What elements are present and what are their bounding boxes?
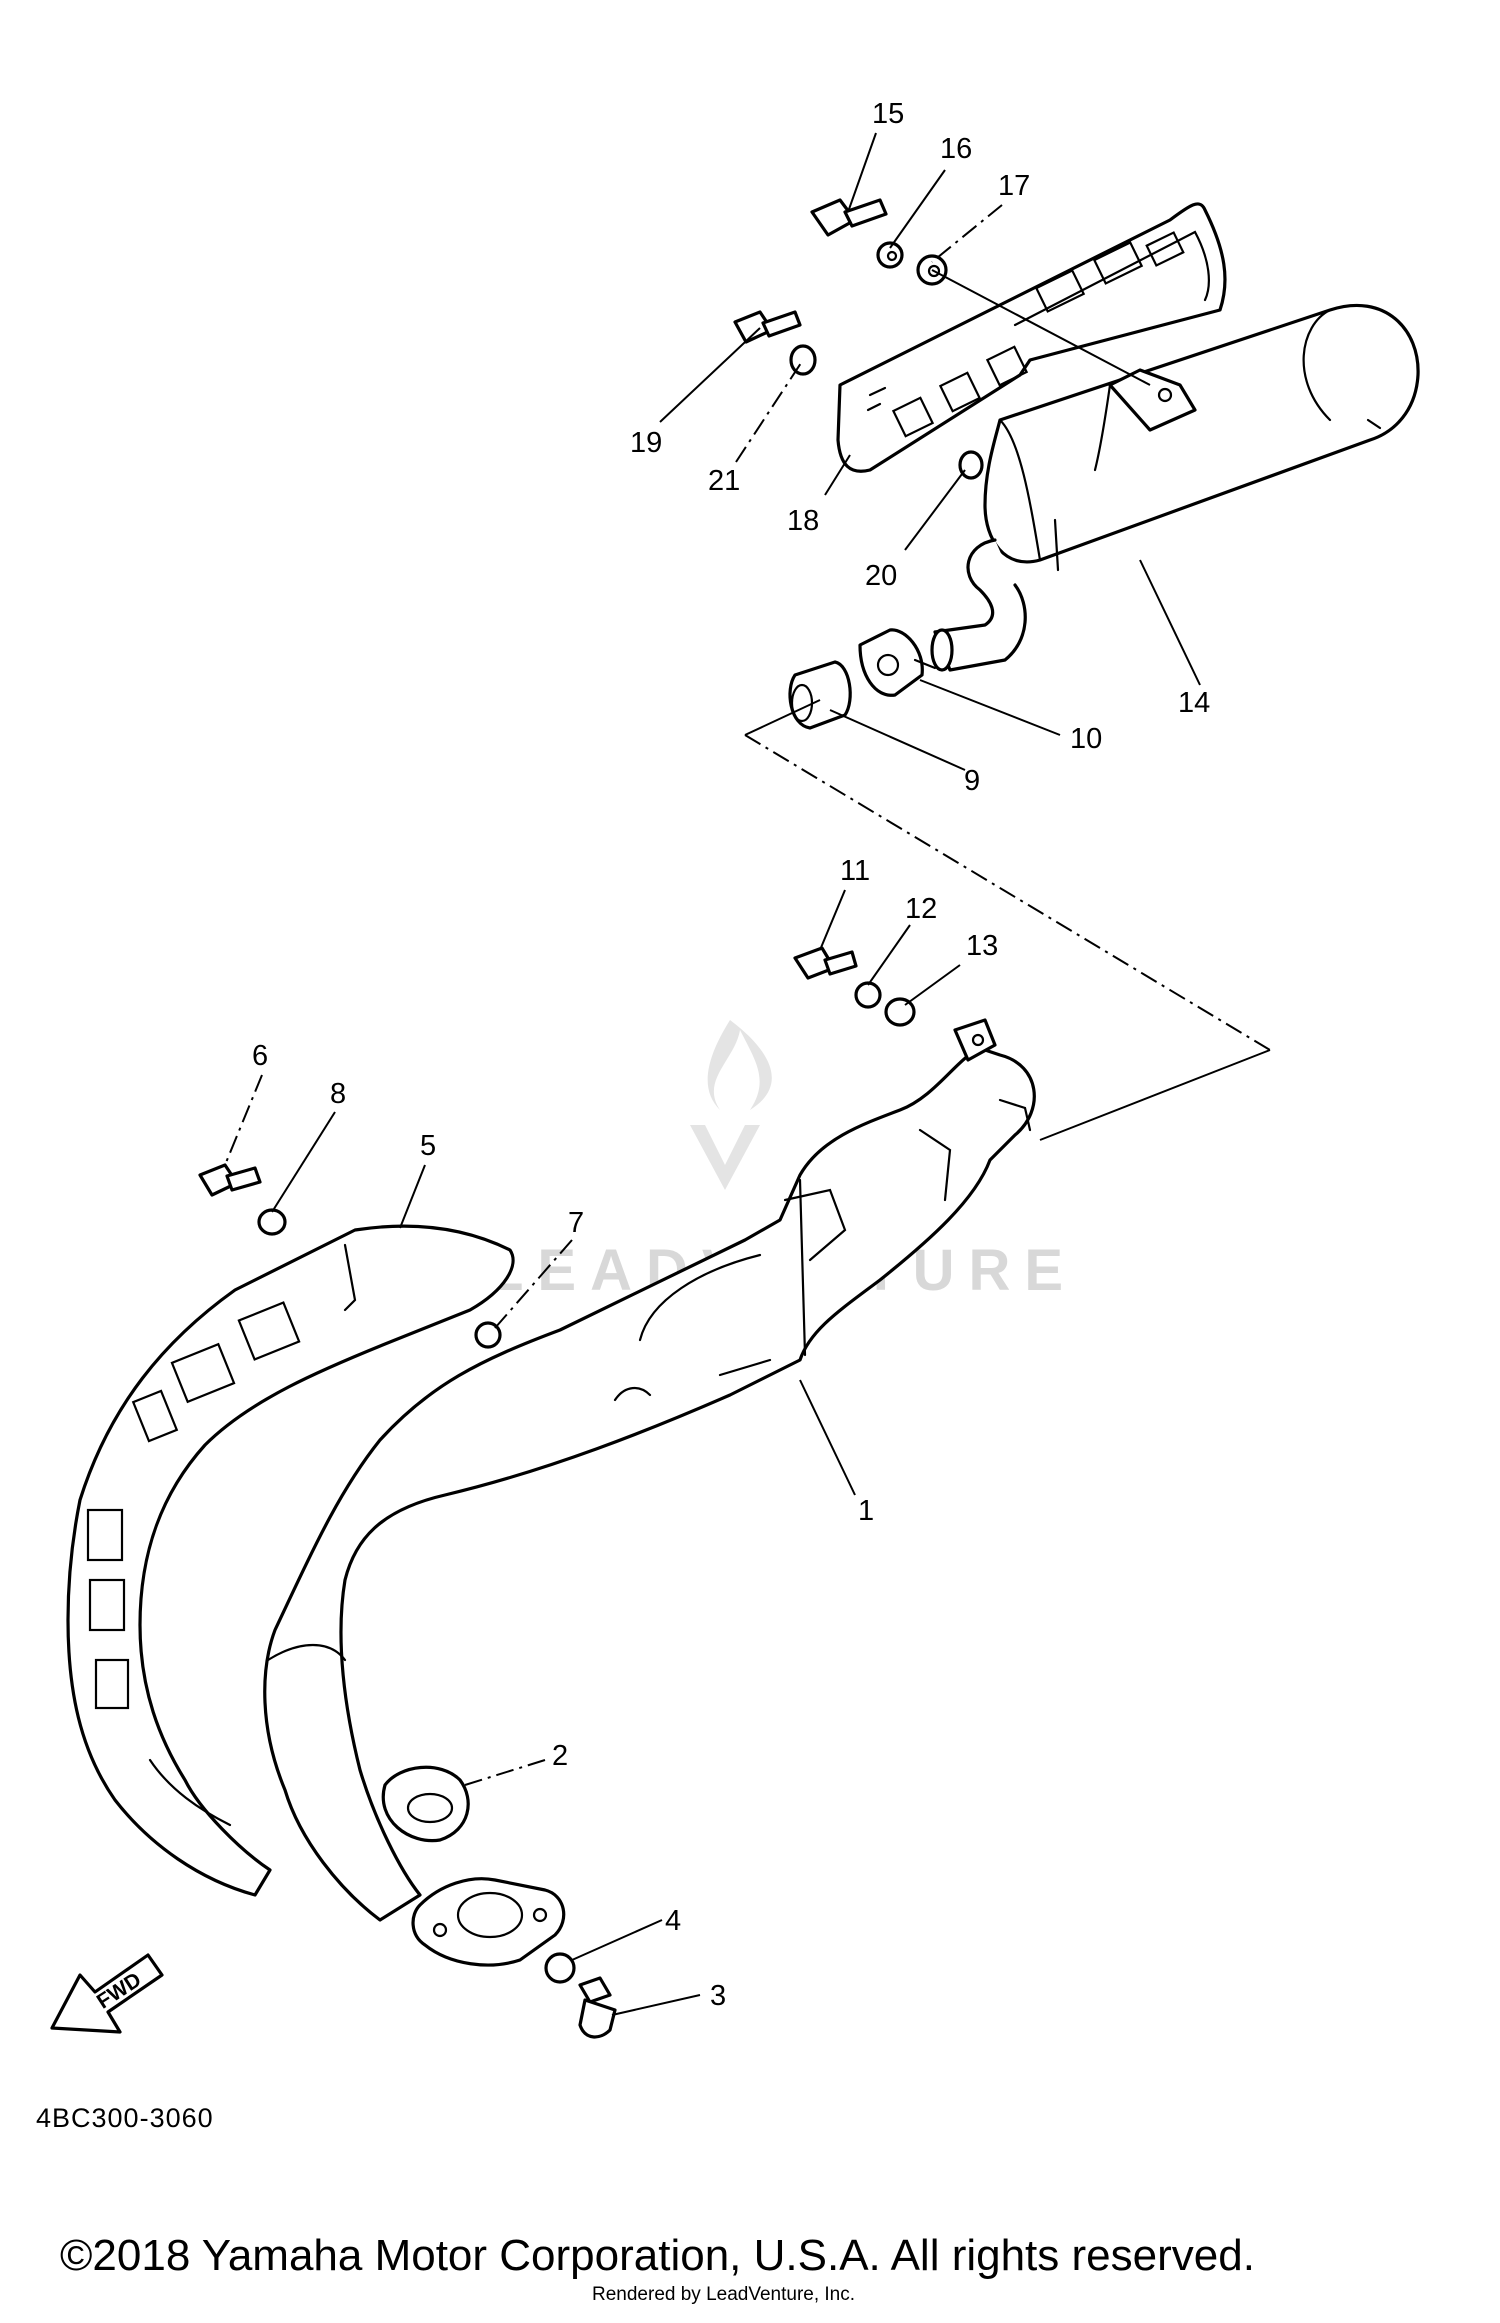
- label-part-11: 11: [840, 855, 870, 887]
- label-part-9: 9: [964, 765, 980, 797]
- watermark-flame-icon: [707, 1020, 772, 1110]
- rendered-by-notice: Rendered by LeadVenture, Inc.: [592, 2284, 855, 2305]
- diagram-code: 4BC300-3060: [36, 2103, 214, 2133]
- label-part-5: 5: [420, 1130, 436, 1162]
- label-part-1: 1: [858, 1495, 874, 1527]
- part-1-exhaust-pipe: [263, 1018, 1036, 1967]
- label-part-4: 4: [665, 1905, 681, 1937]
- label-part-21: 21: [708, 465, 740, 497]
- leader-lines: [224, 132, 1271, 2016]
- label-part-18: 18: [787, 505, 819, 537]
- label-part-15: 15: [872, 98, 904, 130]
- part-14-muffler: [930, 303, 1420, 672]
- label-part-3: 3: [710, 1980, 726, 2012]
- bottom-hardware: [198, 946, 916, 2039]
- label-part-13: 13: [966, 930, 998, 962]
- copyright-notice: ©2018 Yamaha Motor Corporation, U.S.A. A…: [60, 2231, 1255, 2280]
- part-number-labels: 15 16 17 19 21 18 20 14 10 9 11 12 13 6 …: [252, 98, 1210, 2012]
- part-5-pipe-guard: [66, 1224, 515, 1897]
- label-part-2: 2: [552, 1740, 568, 1772]
- part-18-muffler-guard: [836, 202, 1227, 473]
- watermark-v-icon: [690, 1125, 760, 1190]
- label-part-12: 12: [905, 893, 937, 925]
- label-part-17: 17: [998, 170, 1030, 202]
- label-part-14: 14: [1178, 687, 1210, 719]
- label-part-16: 16: [940, 133, 972, 165]
- label-part-10: 10: [1070, 723, 1102, 755]
- label-part-20: 20: [865, 560, 897, 592]
- label-part-19: 19: [630, 427, 662, 459]
- fwd-arrow-icon: FWD: [50, 1953, 164, 2034]
- label-part-6: 6: [252, 1040, 268, 1072]
- label-part-8: 8: [330, 1078, 346, 1110]
- label-part-7: 7: [568, 1207, 584, 1239]
